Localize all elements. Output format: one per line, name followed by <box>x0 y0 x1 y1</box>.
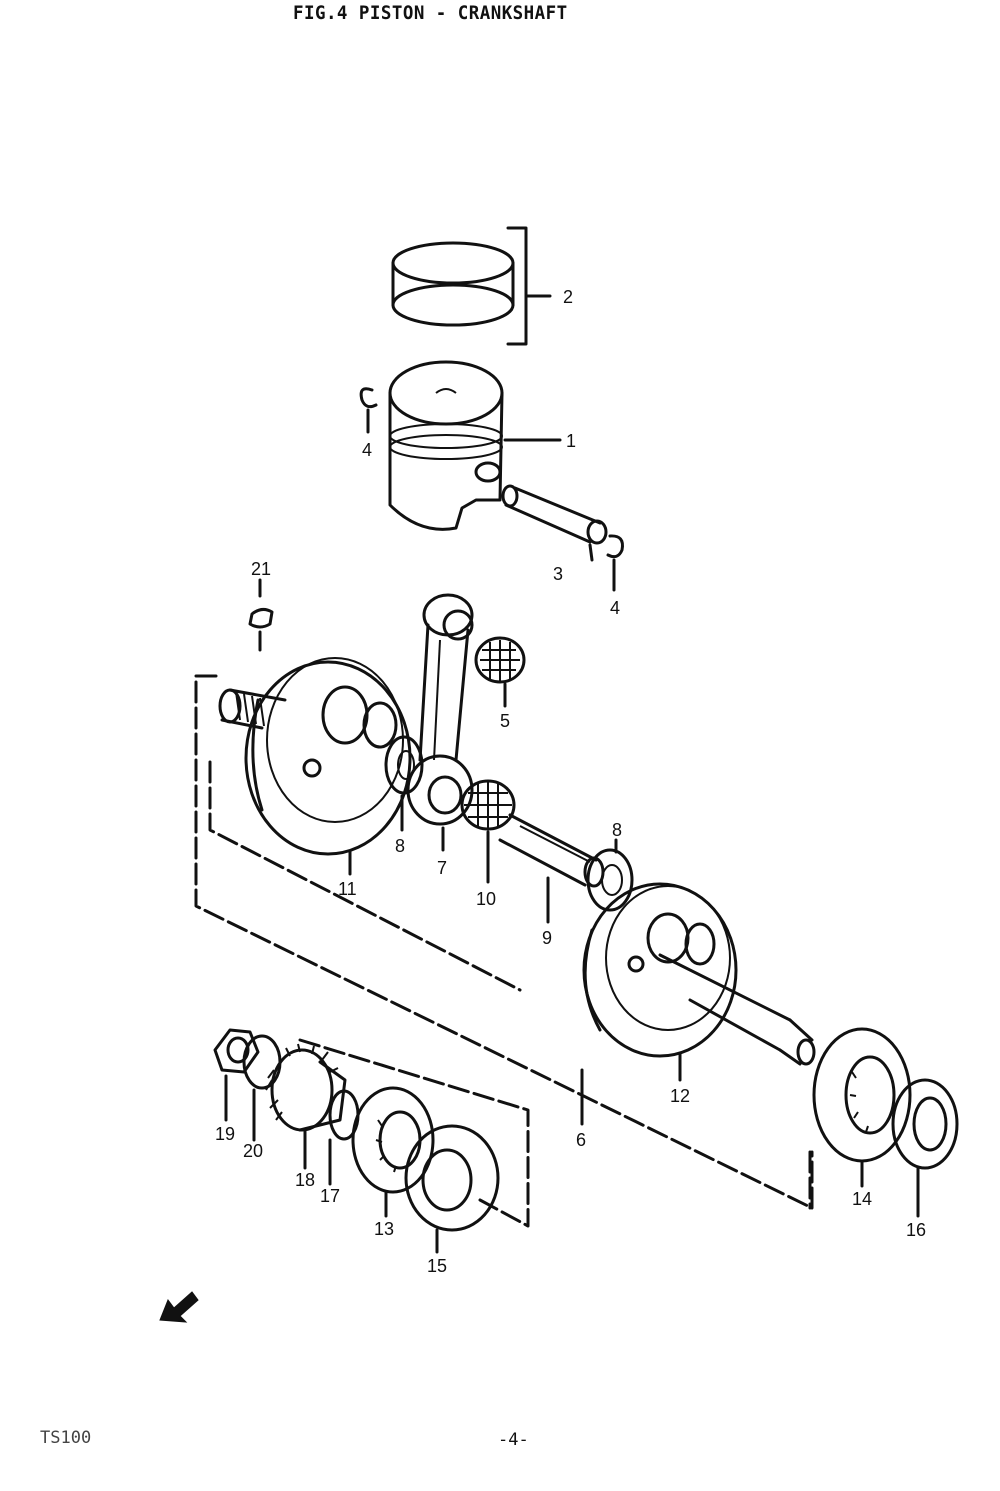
callout-14: 14 <box>852 1189 872 1209</box>
callout-20: 20 <box>243 1141 263 1161</box>
model-code: TS100 <box>40 1428 92 1448</box>
callout-21: 21 <box>251 559 271 579</box>
page-number: -4- <box>498 1430 529 1450</box>
crank-half-right <box>582 882 816 1066</box>
callout-7: 7 <box>437 858 447 878</box>
callout-4-right: 4 <box>610 598 620 618</box>
front-arrow-icon <box>159 1291 199 1323</box>
oil-seal-right <box>891 1078 959 1170</box>
leader-3 <box>588 543 594 562</box>
circlip-right <box>606 534 624 559</box>
bracket-lower-left <box>298 1038 530 1228</box>
callout-12: 12 <box>670 1086 690 1106</box>
callout-1: 1 <box>566 431 576 451</box>
callout-8-right: 8 <box>612 820 622 840</box>
callout-16: 16 <box>906 1220 926 1240</box>
callout-9: 9 <box>542 928 552 948</box>
callout-13: 13 <box>374 1219 394 1239</box>
figure-title: FIG.4 PISTON - CRANKSHAFT <box>293 2 568 24</box>
callout-18: 18 <box>295 1170 315 1190</box>
piston <box>388 360 504 531</box>
callout-15: 15 <box>427 1256 447 1276</box>
primary-drive-gear <box>265 1043 347 1132</box>
callout-6: 6 <box>576 1130 586 1150</box>
piston-rings <box>391 241 515 327</box>
needle-bearing-small <box>474 636 526 684</box>
crankshaft-nut <box>213 1028 260 1074</box>
crank-pin <box>498 813 605 888</box>
woodruff-key <box>248 607 274 629</box>
callout-3: 3 <box>553 564 563 584</box>
piston-pin <box>501 484 608 545</box>
connecting-rod <box>406 593 474 826</box>
oil-seal-left <box>404 1124 500 1232</box>
callout-2: 2 <box>563 287 573 307</box>
needle-bearing-big <box>460 779 516 831</box>
bracket-2 <box>506 226 552 346</box>
crank-half-left <box>218 657 412 856</box>
callout-19: 19 <box>215 1124 235 1144</box>
callout-4-left: 4 <box>362 440 372 460</box>
callout-10: 10 <box>476 889 496 909</box>
callout-11: 11 <box>338 879 357 899</box>
callout-17: 17 <box>320 1186 340 1206</box>
callout-5: 5 <box>500 711 510 731</box>
callout-8-left: 8 <box>395 836 405 856</box>
bracket-6 <box>194 674 814 1210</box>
circlip-left <box>359 387 378 409</box>
